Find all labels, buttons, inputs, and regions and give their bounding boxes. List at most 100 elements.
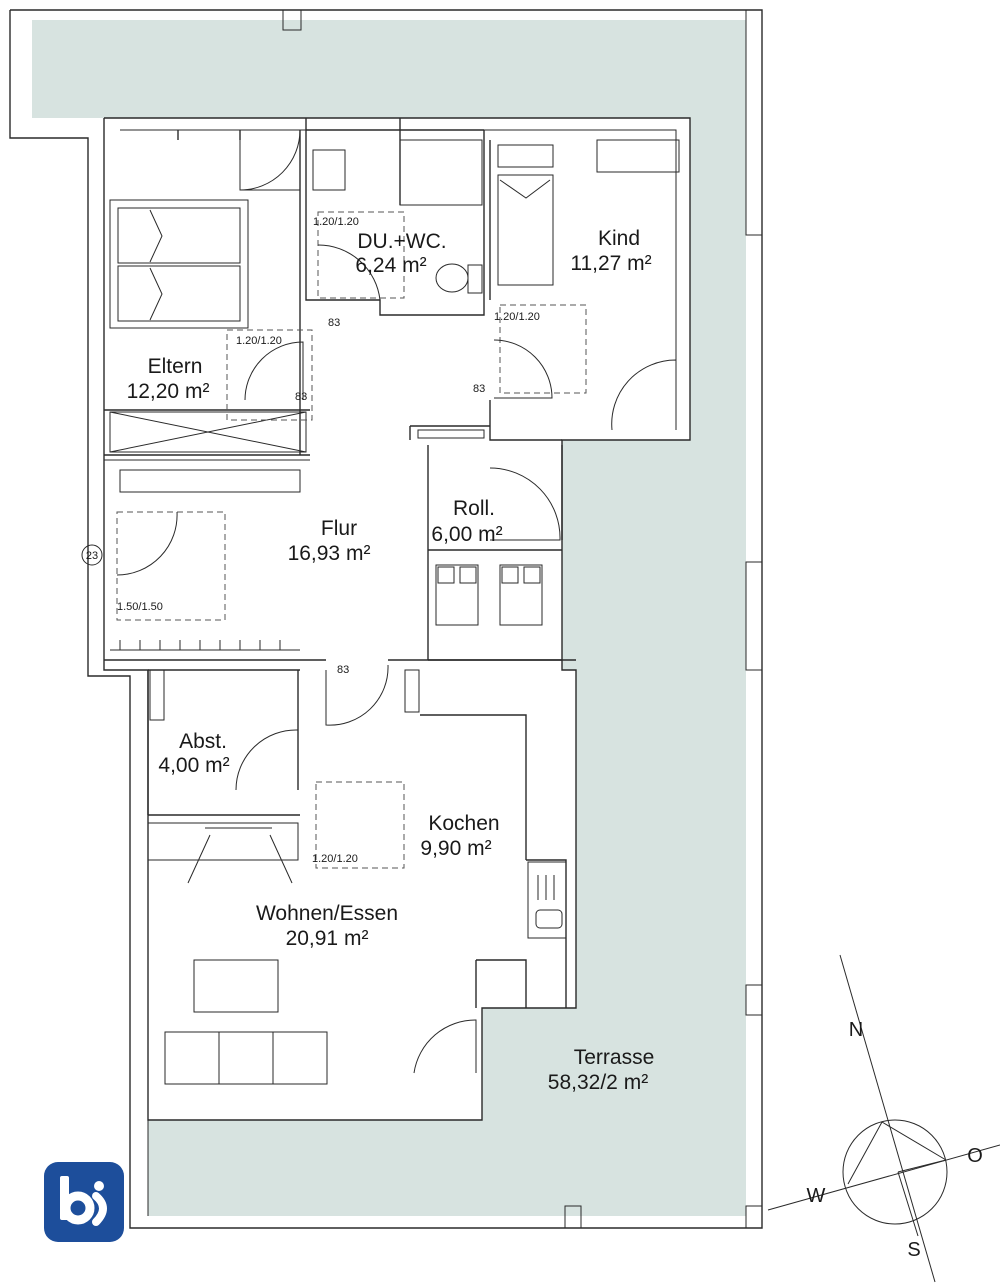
wheelchair	[435, 564, 479, 626]
room-area-flur: 16,93 m²	[288, 542, 371, 565]
door-width-bath: 83	[328, 317, 340, 329]
shaft	[149, 669, 165, 721]
table	[193, 959, 279, 1013]
compass-s: S	[907, 1239, 920, 1261]
room-name-terrasse: Terrasse	[574, 1046, 655, 1069]
room-name-abst: Abst.	[179, 730, 227, 753]
door-width-child: 83	[473, 383, 485, 395]
room-name-flur: Flur	[321, 517, 357, 540]
turning-circle	[116, 511, 226, 621]
coat-rail	[110, 640, 300, 651]
door-width-parents: 83	[295, 391, 307, 403]
compass-w: W	[807, 1185, 826, 1207]
wardrobe-cross	[109, 411, 307, 453]
compass-axis-wo	[767, 1144, 1000, 1211]
compass-circle	[842, 1119, 948, 1225]
room-area-wohnen: 20,91 m²	[286, 927, 369, 950]
compass-o: O	[967, 1145, 983, 1167]
room-name-kochen: Kochen	[428, 812, 499, 835]
terrace-post	[745, 561, 763, 671]
pillow	[149, 209, 163, 321]
dim-hall: 1.50/1.50	[117, 601, 163, 613]
room-area-eltern: 12,20 m²	[127, 380, 210, 403]
room-name-kind: Kind	[598, 227, 640, 250]
wall-parents	[104, 130, 310, 456]
terrace-area	[32, 20, 746, 1216]
door-swing	[244, 341, 304, 401]
room-name-eltern: Eltern	[148, 355, 203, 378]
pillow	[499, 179, 551, 199]
wheelchair-seat	[437, 566, 455, 584]
exterior-wall-inner	[104, 129, 677, 493]
terrace-post	[745, 9, 763, 236]
turning-circle	[317, 211, 405, 299]
wheelchair	[499, 564, 543, 626]
dim-parents: 1.20/1.20	[236, 335, 282, 347]
door-width-living: 83	[337, 664, 349, 676]
turning-circle	[499, 304, 587, 394]
terrace-post	[564, 1205, 582, 1229]
room-area-kochen: 9,90 m²	[420, 837, 491, 860]
tv	[187, 827, 293, 884]
door-swing	[489, 467, 561, 541]
toilet-tank	[467, 264, 483, 294]
room-area-bath: 6,24 m²	[355, 254, 426, 277]
dim-bath: 1.20/1.20	[313, 216, 359, 228]
sofa	[164, 1031, 328, 1085]
door-swing	[413, 1019, 477, 1074]
compass: N O S W	[767, 954, 1000, 1283]
room-name-bath: DU.+WC.	[357, 230, 446, 253]
marker-label: 23	[86, 550, 98, 562]
bed	[497, 174, 554, 286]
door-swing	[611, 359, 677, 431]
marker-circle	[81, 544, 103, 566]
room-name-wohnen: Wohnen/Essen	[256, 902, 398, 925]
wheelchair-seat	[523, 566, 541, 584]
dim-child: 1.20/1.20	[494, 311, 540, 323]
bed	[109, 199, 249, 329]
wall-storage	[147, 669, 300, 816]
tv-unit	[147, 822, 299, 861]
turning-circle	[315, 781, 405, 869]
door-swing	[325, 664, 389, 726]
bi-logo-icon	[60, 1176, 107, 1226]
turning-circle	[226, 329, 313, 421]
compass-n: N	[849, 1019, 863, 1041]
toilet	[435, 263, 469, 293]
desk	[596, 139, 680, 173]
wall-roll	[427, 445, 563, 661]
kitchen-sink	[535, 909, 563, 929]
room-area-kind: 11,27 m²	[570, 252, 651, 275]
compass-axis-ns	[839, 954, 936, 1283]
sofa-seams	[218, 1032, 274, 1084]
shelf	[497, 144, 554, 168]
wheelchair-seat	[459, 566, 477, 584]
room-area-abst: 4,00 m²	[158, 754, 229, 777]
sink	[312, 149, 346, 191]
bi-logo	[44, 1162, 124, 1242]
wall-kitchen	[420, 714, 567, 1008]
stove-lines	[537, 875, 555, 900]
door-swing	[317, 244, 381, 301]
terrace-post	[745, 1205, 763, 1229]
room-area-terrasse: 58,32/2 m²	[548, 1071, 648, 1094]
terrace-post	[745, 984, 763, 1016]
door-swing	[235, 729, 299, 791]
dim-kitchen: 1.20/1.20	[312, 853, 358, 865]
room-name-roll: Roll.	[453, 497, 495, 520]
wardrobe	[109, 411, 307, 453]
door-swing	[116, 511, 178, 576]
door-swing	[239, 129, 301, 191]
bed-half	[117, 207, 241, 264]
radiator	[417, 429, 485, 439]
door-swing	[493, 339, 553, 399]
wheelchair-seat	[501, 566, 519, 584]
shaft	[404, 669, 420, 713]
wall-child	[409, 140, 562, 441]
shower	[399, 139, 483, 206]
bed-half	[117, 265, 241, 322]
compass-needle	[847, 1121, 947, 1237]
terrace-post	[282, 9, 302, 31]
room-area-roll: 6,00 m²	[431, 523, 502, 546]
